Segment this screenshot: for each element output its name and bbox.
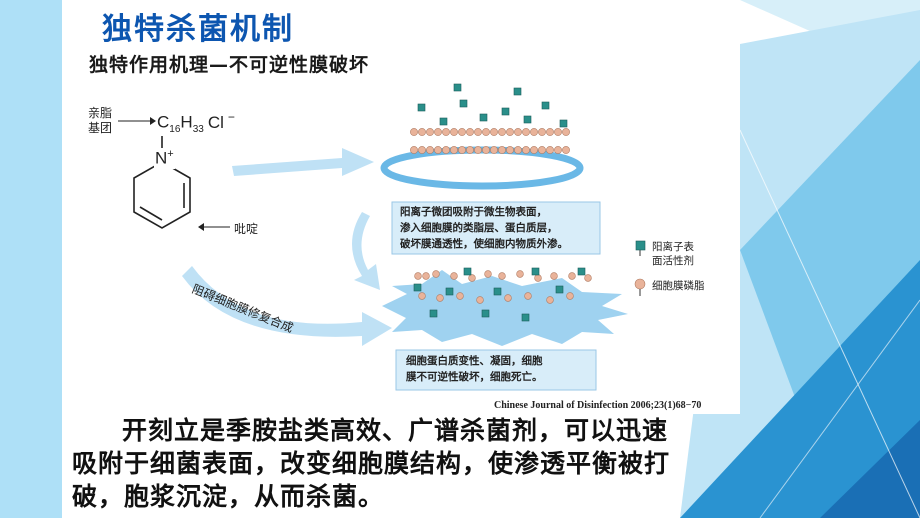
deco-corner-triangle	[820, 420, 920, 518]
arrow-to-membrane	[232, 148, 374, 176]
deco-line	[759, 299, 920, 518]
membrane-ellipse	[380, 146, 584, 190]
lipophilic-label-line2: 基团	[88, 121, 113, 135]
legend-phospholipid-marker	[634, 278, 646, 290]
legend-surfactant-line1: 阳离子表	[652, 241, 694, 253]
legend-surfactant-label: 阳离子表 面活性剂	[652, 240, 694, 268]
slide-title: 独特杀菌机制	[102, 12, 294, 47]
pyridine-double-bond	[139, 206, 163, 221]
arrow-down	[352, 212, 380, 290]
info-box-2: 细胞蛋白质变性、凝固，细胞 膜不可逆性破坏，细胞死亡。	[406, 353, 543, 385]
body-line-1: 开刻立是季胺盐类高效、广谱杀菌剂，可以迅速	[122, 416, 669, 445]
lipophilic-label: 亲脂 基团	[88, 106, 112, 136]
nitrogen-atom: N+	[154, 148, 175, 169]
bottom-surfactants	[413, 267, 586, 322]
burst-membrane	[382, 270, 628, 346]
mechanism-diagram	[118, 83, 646, 391]
pyridine-arrowhead	[198, 223, 204, 231]
info-box-1-line2: 渗入细胞膜的类脂层、蛋白质层，	[400, 222, 558, 234]
lipophilic-arrowhead	[150, 117, 156, 125]
top-surfactants	[417, 83, 568, 128]
formula-cl: Cl	[207, 112, 224, 132]
info-box-2-line2: 膜不可逆性破坏，细胞死亡。	[406, 371, 543, 383]
formula-h-subscript: 33	[192, 124, 204, 136]
legend-surfactant-marker	[635, 240, 646, 251]
formula-c: C	[157, 112, 170, 132]
info-box-2-line1: 细胞蛋白质变性、凝固，细胞	[406, 355, 543, 367]
body-line-2: 吸附于细菌表面，改变细胞膜结构，使渗透平衡被打	[72, 449, 671, 478]
legend-surfactant-line2: 面活性剂	[652, 255, 694, 267]
figure-heading: 独特作用机理—不可逆性膜破坏	[89, 54, 370, 76]
info-box-1-line1: 阳离子微团吸附于微生物表面，	[400, 206, 547, 218]
legend-phospholipid-label: 细胞膜磷脂	[652, 280, 705, 292]
formula-h: H	[180, 112, 193, 132]
info-box-1: 阳离子微团吸附于微生物表面， 渗入细胞膜的类脂层、蛋白质层， 破坏膜通透性，使细…	[400, 204, 568, 252]
mechanism-figure: 独特作用机理—不可逆性膜破坏	[62, 44, 740, 414]
info-box-1-line3: 破坏膜通透性，使细胞内物质外渗。	[400, 238, 568, 250]
pyridine-ring	[133, 161, 191, 229]
info-box-1-bg	[391, 201, 601, 255]
pyridine-label: 吡啶	[234, 222, 259, 236]
arrow-repair-block	[182, 266, 392, 346]
lipophilic-label-line1: 亲脂	[88, 106, 113, 120]
bottom-lipid-layer	[414, 270, 592, 304]
top-lipid-layer	[410, 128, 570, 154]
left-accent-bar	[0, 0, 62, 518]
formula-cl-charge: −	[227, 110, 235, 124]
info-box-2-bg	[395, 349, 597, 391]
deco-dark-triangle	[680, 260, 920, 518]
nitrogen-symbol: N	[155, 148, 168, 168]
formula-c-subscript: 16	[169, 124, 181, 136]
deco-line	[739, 129, 920, 518]
body-line-3: 破，胞浆沉淀，从而杀菌。	[72, 482, 385, 511]
figure-citation: Chinese Journal of Disinfection 2006;23(…	[494, 400, 702, 411]
nitrogen-charge: +	[167, 148, 174, 160]
body-paragraph: 开刻立是季胺盐类高效、广谱杀菌剂，可以迅速 吸附于细菌表面，改变细胞膜结构，使渗…	[72, 414, 772, 513]
